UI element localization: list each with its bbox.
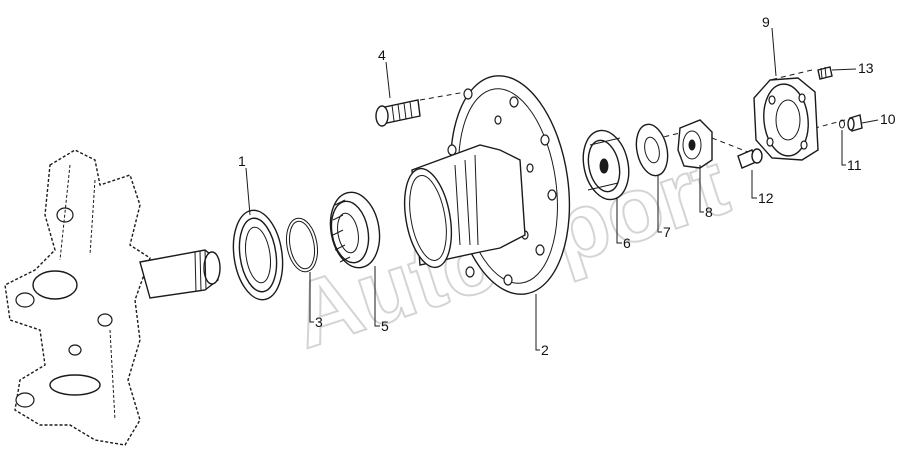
part-12-bolt [737, 148, 763, 169]
part-2-hub [403, 75, 571, 295]
part-10-plug [847, 114, 863, 132]
leader-lines [245, 27, 879, 351]
part-1-seal [232, 209, 284, 301]
callout-2: 2 [541, 342, 549, 358]
callout-9: 9 [762, 14, 770, 30]
part-4-wheel-stud [375, 99, 421, 127]
callout-8: 8 [705, 204, 713, 220]
callout-13: 13 [858, 60, 874, 76]
part-11-small-ring [839, 119, 845, 129]
part-5-bearing [329, 191, 381, 269]
callout-5: 5 [381, 318, 389, 334]
part-9-cover [753, 77, 819, 161]
part-13-screw [817, 66, 833, 80]
spindle [139, 249, 221, 299]
callouts: 1 2 3 4 5 6 7 8 9 10 11 12 13 [238, 14, 896, 358]
part-6-bearing [582, 129, 630, 201]
callout-7: 7 [663, 224, 671, 240]
callout-4: 4 [378, 47, 386, 63]
callout-1: 1 [238, 153, 246, 169]
part-8-nut [677, 119, 713, 169]
part-3-o-ring [286, 217, 318, 273]
part-7-washer [635, 123, 669, 177]
callout-11: 11 [847, 157, 862, 173]
steering-knuckle [4, 149, 151, 446]
callout-12: 12 [758, 190, 774, 206]
callout-6: 6 [623, 235, 631, 251]
callout-3: 3 [315, 314, 323, 330]
callout-10: 10 [880, 111, 896, 127]
